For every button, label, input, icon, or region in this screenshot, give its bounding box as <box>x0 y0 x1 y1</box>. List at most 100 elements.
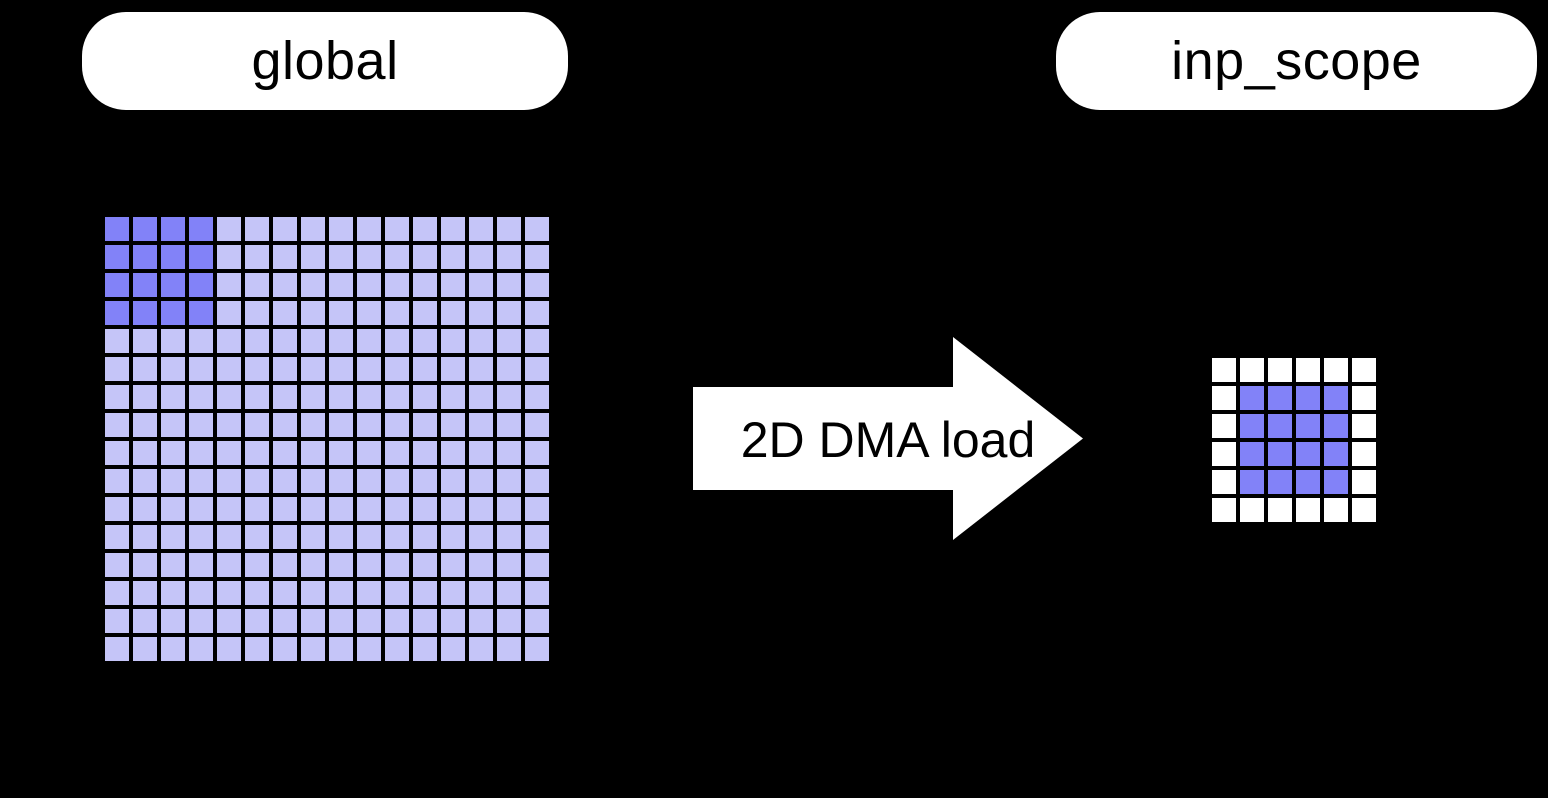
grid-cell <box>385 469 409 493</box>
grid-cell <box>469 329 493 353</box>
grid-cell <box>273 469 297 493</box>
grid-cell <box>357 357 381 381</box>
grid-cell <box>469 217 493 241</box>
grid-cell <box>105 637 129 661</box>
grid-cell <box>357 497 381 521</box>
grid-cell <box>217 413 241 437</box>
grid-cell <box>245 525 269 549</box>
grid-cell <box>413 357 437 381</box>
grid-cell <box>497 609 521 633</box>
grid-cell <box>273 441 297 465</box>
grid-cell <box>329 329 353 353</box>
grid-cell <box>217 525 241 549</box>
grid-cell <box>385 301 409 325</box>
grid-cell <box>105 441 129 465</box>
grid-cell <box>105 581 129 605</box>
grid-cell <box>469 301 493 325</box>
grid-cell <box>105 469 129 493</box>
grid-cell <box>497 273 521 297</box>
grid-cell-highlighted <box>105 217 129 241</box>
grid-cell <box>385 245 409 269</box>
grid-cell <box>525 553 549 577</box>
grid-cell <box>525 329 549 353</box>
grid-cell <box>1212 414 1236 438</box>
grid-cell <box>525 609 549 633</box>
grid-cell-highlighted <box>189 273 213 297</box>
grid-cell <box>497 469 521 493</box>
grid-cell-highlighted <box>1296 470 1320 494</box>
grid-cell <box>329 497 353 521</box>
grid-cell <box>357 413 381 437</box>
grid-cell <box>525 357 549 381</box>
dma-load-arrow-shape <box>693 337 1083 540</box>
grid-cell <box>385 497 409 521</box>
grid-cell <box>441 441 465 465</box>
grid-cell <box>301 245 325 269</box>
grid-cell <box>1212 442 1236 466</box>
grid-cell <box>357 609 381 633</box>
grid-cell <box>441 637 465 661</box>
grid-cell <box>273 497 297 521</box>
grid-cell <box>1324 358 1348 382</box>
grid-cell <box>469 357 493 381</box>
grid-cell <box>413 609 437 633</box>
grid-cell <box>161 525 185 549</box>
grid-cell <box>133 497 157 521</box>
grid-cell <box>329 525 353 549</box>
grid-cell <box>161 637 185 661</box>
grid-cell <box>329 553 353 577</box>
grid-cell <box>217 301 241 325</box>
grid-cell <box>329 217 353 241</box>
grid-cell <box>413 525 437 549</box>
grid-cell <box>161 329 185 353</box>
grid-cell <box>357 469 381 493</box>
grid-cell <box>301 581 325 605</box>
grid-cell <box>357 329 381 353</box>
grid-cell <box>497 357 521 381</box>
grid-cell <box>189 329 213 353</box>
grid-cell <box>329 469 353 493</box>
grid-cell <box>469 581 493 605</box>
grid-cell-highlighted <box>1240 386 1264 410</box>
grid-cell <box>525 301 549 325</box>
grid-cell <box>189 441 213 465</box>
grid-cell <box>161 553 185 577</box>
grid-cell <box>217 273 241 297</box>
dma-load-arrow <box>693 337 1083 540</box>
grid-cell <box>329 441 353 465</box>
grid-cell-highlighted <box>189 245 213 269</box>
grid-cell <box>385 637 409 661</box>
grid-cell <box>217 385 241 409</box>
grid-cell <box>217 217 241 241</box>
grid-cell <box>469 609 493 633</box>
grid-cell <box>1212 386 1236 410</box>
grid-cell <box>105 413 129 437</box>
grid-cell-highlighted <box>161 217 185 241</box>
grid-cell-highlighted <box>1324 470 1348 494</box>
grid-cell <box>357 441 381 465</box>
grid-cell-highlighted <box>1268 386 1292 410</box>
grid-cell <box>1296 498 1320 522</box>
grid-cell <box>1296 358 1320 382</box>
inp-scope-label: inp_scope <box>1056 12 1537 110</box>
grid-cell <box>525 441 549 465</box>
grid-cell-highlighted <box>133 245 157 269</box>
grid-cell <box>217 357 241 381</box>
inp-scope-tile-grid <box>1212 358 1376 522</box>
grid-cell <box>217 245 241 269</box>
grid-cell <box>217 329 241 353</box>
grid-cell <box>1212 470 1236 494</box>
global-scope-label-text: global <box>251 31 399 91</box>
grid-cell <box>525 273 549 297</box>
grid-cell <box>497 329 521 353</box>
grid-cell-highlighted <box>1296 414 1320 438</box>
grid-cell <box>497 385 521 409</box>
grid-cell <box>105 357 129 381</box>
grid-cell <box>385 581 409 605</box>
grid-cell <box>525 245 549 269</box>
grid-cell <box>413 637 437 661</box>
grid-cell <box>273 609 297 633</box>
grid-cell <box>1352 358 1376 382</box>
grid-cell <box>245 273 269 297</box>
grid-cell <box>469 245 493 269</box>
